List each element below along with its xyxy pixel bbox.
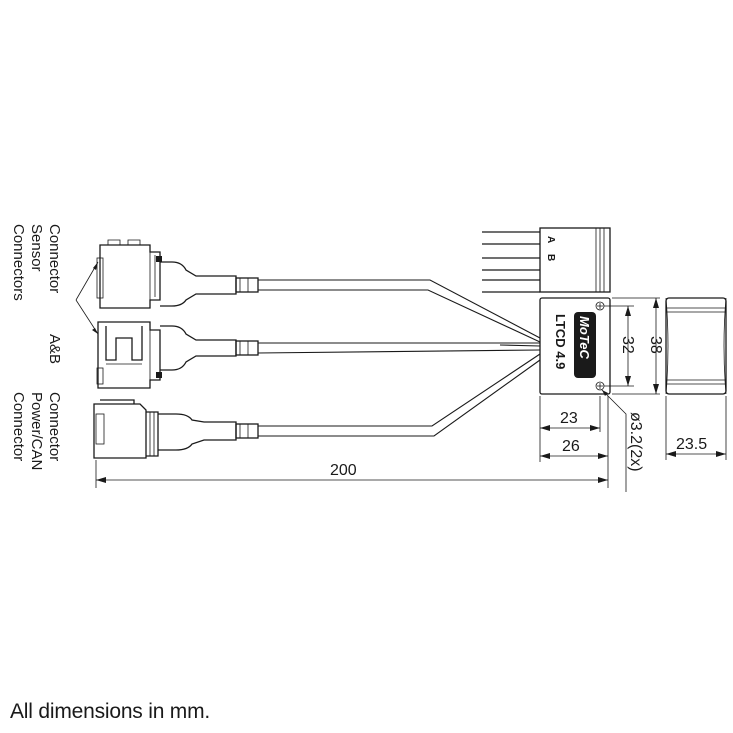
ltcd-side-view [665,297,727,395]
model-label: LTCD 4.9 [553,314,568,369]
dim-body-width: 26 [562,438,580,455]
power-label-line-2: Power/CAN [28,392,45,470]
dim-length: 200 [330,462,357,479]
header-label-a: A [545,236,556,243]
dim-body-height: 38 [647,336,664,354]
sensor-label-suffix: A&B [46,334,63,364]
cable-harness [257,279,541,437]
dimension-lines: 200 23 26 32 38 ø3.2(2x) 23.5 [95,297,727,492]
brand-logo: MoTeC [577,316,592,359]
sensor-connector-b [96,321,259,389]
dim-mount-width: 23 [560,410,578,427]
dim-hole: ø3.2(2x) [627,412,644,472]
sensor-label-line-3: Connectors [10,224,27,301]
dim-side-depth: 23.5 [676,436,707,453]
sensor-label-line-2: Sensor [28,224,45,272]
power-can-label: Connector Power/CAN Connector [10,392,63,470]
power-label-line-3: Connector [10,392,27,461]
sensor-label-leaders [75,261,99,335]
sensor-label-line-1: Connector [46,224,63,293]
power-label-line-1: Connector [46,392,63,461]
ltcd-module: MoTeC LTCD 4.9 [539,297,611,395]
footnote: All dimensions in mm. [10,700,211,723]
header-label-b: B [545,254,556,261]
dim-mount-height: 32 [619,336,636,354]
sensor-connector-a [96,239,259,309]
sensor-connectors-label: Connector Sensor Connectors A&B [10,224,63,364]
power-can-connector [93,399,259,459]
ab-header: A B [482,227,611,293]
